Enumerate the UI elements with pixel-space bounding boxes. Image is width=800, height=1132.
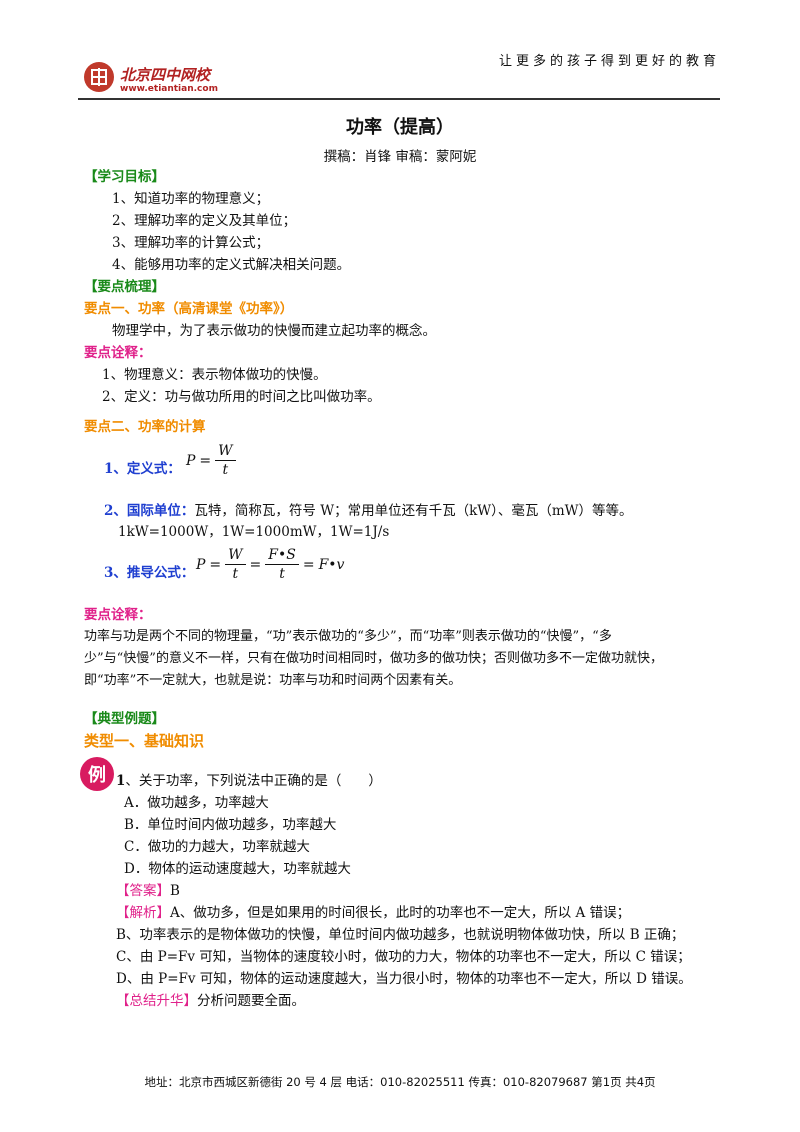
unit-conversion: 1kW=1000W，1W=1000mW，1W=1J/s xyxy=(118,524,390,540)
summary-line: 【总结升华】分析问题要全面。 xyxy=(116,993,305,1009)
option-b: B．单位时间内做功越多，功率越大 xyxy=(124,817,337,833)
analysis-line: B、功率表示的是物体做功的快慢，单位时间内做功越多，也就说明物体做功快，所以 B… xyxy=(116,927,685,943)
point2-note-line: 少”与“快慢”的意义不一样，只有在做功时间相同时，做功多的做功快；否则做功多不一… xyxy=(84,651,663,666)
question: 1、关于功率，下列说法中正确的是（ ） xyxy=(116,773,382,789)
goal-item: 3、理解功率的计算公式； xyxy=(112,235,270,251)
point1-note: 1、物理意义：表示物体做功的快慢。 xyxy=(102,367,327,383)
analysis-line: 【解析】A、做功多，但是如果用的时间很长，此时的功率也不一定大，所以 A 错误； xyxy=(116,905,631,921)
example-icon: 例 xyxy=(80,757,114,791)
page-title: 功率（提高） xyxy=(346,117,454,138)
derive-label: 3、推导公式： xyxy=(104,565,195,581)
type1-heading: 类型一、基础知识 xyxy=(84,732,205,750)
examples-heading: 【典型例题】 xyxy=(84,711,165,727)
goal-item: 1、知道功率的物理意义； xyxy=(112,191,270,207)
review-heading: 【要点梳理】 xyxy=(84,279,165,295)
point1-note: 2、定义：功与做功所用的时间之比叫做功率。 xyxy=(102,389,381,405)
goals-heading: 【学习目标】 xyxy=(84,169,165,185)
option-a: A．做功越多，功率越大 xyxy=(124,795,269,811)
point1-intro: 物理学中，为了表示做功的快慢而建立起功率的概念。 xyxy=(112,323,436,339)
logo-url[interactable]: www.etiantian.com xyxy=(120,84,218,94)
byline: 撰稿：肖锋 审稿：蒙阿妮 xyxy=(323,149,477,165)
point2-note-line: 即“功率”不一定就大，也就是说：功率与功和时间两个因素有关。 xyxy=(84,673,462,688)
point1-note-heading: 要点诠释： xyxy=(84,345,152,361)
logo-icon xyxy=(84,62,114,92)
point2-note-line: 功率与功是两个不同的物理量，“功”表示做功的“多少”，而“功率”则表示做功的“快… xyxy=(84,629,612,644)
analysis-line: D、由 P=Fv 可知，物体的运动速度越大，当力很小时，物体的功率也不一定大，所… xyxy=(116,971,692,987)
logo-name: 北京四中网校 xyxy=(120,66,211,84)
goal-item: 4、能够用功率的定义式解决相关问题。 xyxy=(112,257,351,273)
point2-heading: 要点二、功率的计算 xyxy=(84,419,206,435)
option-d: D．物体的运动速度越大，功率就越大 xyxy=(124,861,351,877)
definition-label: 1、定义式： xyxy=(104,461,181,477)
unit-line: 2、国际单位：瓦特，简称瓦，符号 W；常用单位还有千瓦（kW）、毫瓦（mW）等等… xyxy=(104,503,633,519)
footer: 地址：北京市西城区新德街 20 号 4 层 电话：010-82025511 传真… xyxy=(144,1075,656,1089)
slogan: 让更多的孩子得到更好的教育 xyxy=(498,54,720,69)
point2-note-heading: 要点诠释： xyxy=(84,607,152,623)
header-divider xyxy=(78,98,720,100)
answer-line: 【答案】B xyxy=(116,883,180,899)
analysis-line: C、由 P=Fv 可知，当物体的速度较小时，做功的力大，物体的功率也不一定大，所… xyxy=(116,949,691,965)
point1-heading[interactable]: 要点一、功率（高清课堂《功率》） xyxy=(84,301,294,317)
goal-item: 2、理解功率的定义及其单位； xyxy=(112,213,297,229)
option-c: C．做功的力越大，功率就越大 xyxy=(124,839,310,855)
